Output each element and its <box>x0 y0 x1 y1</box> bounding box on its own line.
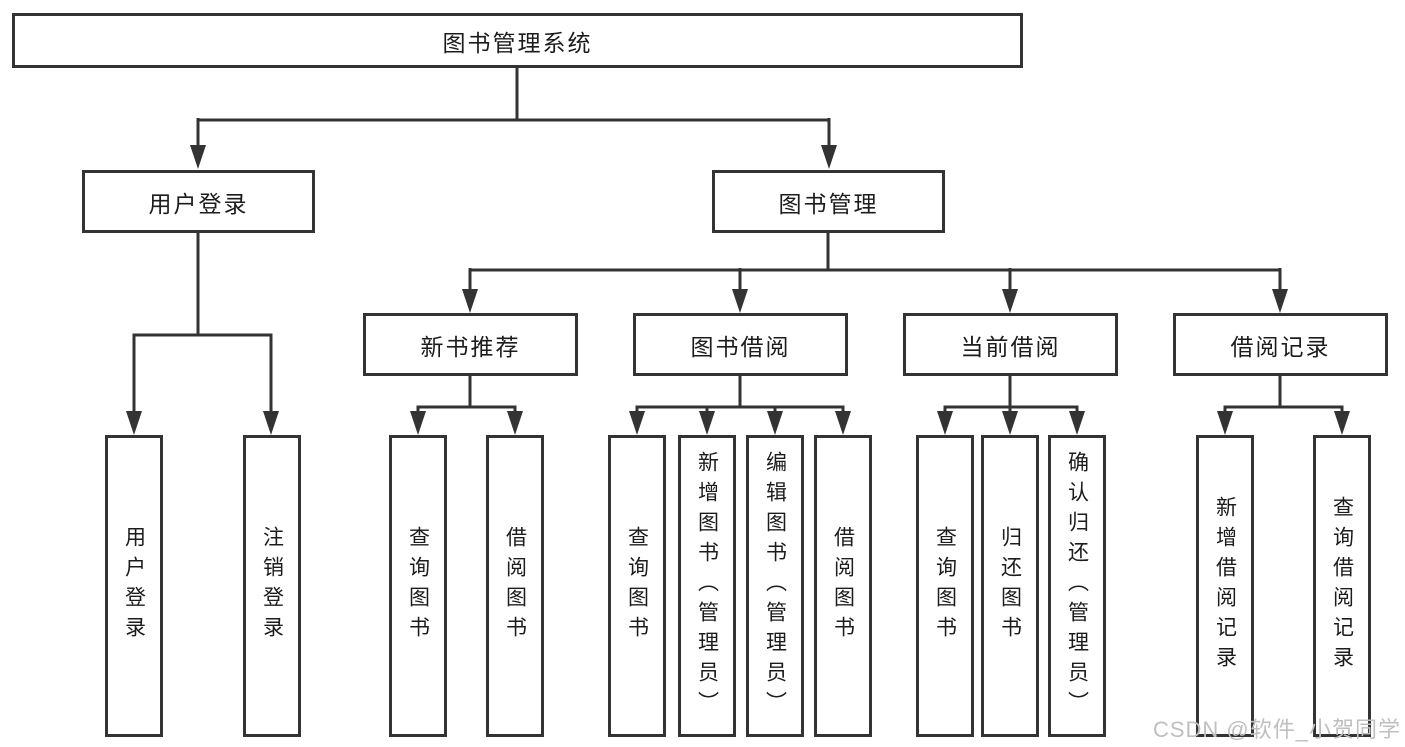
connector-borrowing-records-to-leaves <box>1223 376 1344 417</box>
arrowhead <box>126 411 142 435</box>
node-leaf-return-books: 归还图书 <box>981 435 1039 737</box>
arrowhead <box>821 145 837 169</box>
node-user-login: 用户登录 <box>82 170 315 233</box>
arrowhead <box>835 411 851 435</box>
node-leaf-borrow-books-recommend: 借阅图书 <box>486 435 544 737</box>
arrowhead <box>767 411 783 435</box>
connector-new-book-recommendation-to-leaves <box>416 376 517 417</box>
node-book-borrowing: 图书借阅 <box>633 313 848 376</box>
connector-book-management-to-level3 <box>468 233 1282 295</box>
csdn-watermark: CSDN @软件_小贺同学 <box>1152 717 1401 742</box>
connector-arrowheads <box>126 145 1350 435</box>
node-leaf-user-login: 用户登录 <box>105 435 163 737</box>
arrowhead <box>410 411 426 435</box>
arrowhead <box>1069 411 1085 435</box>
node-leaf-query-books-borrowing: 查询图书 <box>608 435 666 737</box>
node-leaf-query-borrowing-record: 查询借阅记录 <box>1313 435 1371 737</box>
node-new-book-recommendation: 新书推荐 <box>363 313 578 376</box>
node-borrowing-records: 借阅记录 <box>1173 313 1388 376</box>
arrowhead <box>937 411 953 435</box>
arrowhead <box>629 411 645 435</box>
arrowhead <box>732 289 748 313</box>
arrowhead <box>507 411 523 435</box>
arrowhead <box>699 411 715 435</box>
connector-book-borrowing-to-leaves <box>635 376 845 417</box>
connector-user-login-to-leaves <box>132 233 273 417</box>
arrowhead <box>1002 289 1018 313</box>
node-leaf-query-books-recommend: 查询图书 <box>389 435 447 737</box>
node-leaf-add-books-admin: 新增图书（管理员） <box>678 435 736 737</box>
node-leaf-edit-books-admin: 编辑图书（管理员） <box>746 435 804 737</box>
node-leaf-borrow-books-borrowing: 借阅图书 <box>814 435 872 737</box>
connector-strokes <box>132 68 1344 417</box>
connector-root-to-level2 <box>196 68 831 150</box>
node-book-management-system: 图书管理系统 <box>12 13 1023 68</box>
connector-current-borrowing-to-leaves <box>943 376 1079 417</box>
arrowhead <box>1217 411 1233 435</box>
arrowhead <box>1002 411 1018 435</box>
arrowhead <box>263 411 279 435</box>
arrowhead <box>462 289 478 313</box>
node-leaf-query-books-current: 查询图书 <box>916 435 974 737</box>
arrowhead <box>1334 411 1350 435</box>
node-leaf-logout: 注销登录 <box>243 435 301 737</box>
node-current-borrowing: 当前借阅 <box>903 313 1118 376</box>
arrowhead <box>1272 289 1288 313</box>
node-leaf-confirm-return-admin: 确认归还（管理员） <box>1048 435 1106 737</box>
arrowhead <box>190 145 206 169</box>
node-leaf-add-borrowing-record: 新增借阅记录 <box>1196 435 1254 737</box>
node-book-management: 图书管理 <box>712 170 945 233</box>
